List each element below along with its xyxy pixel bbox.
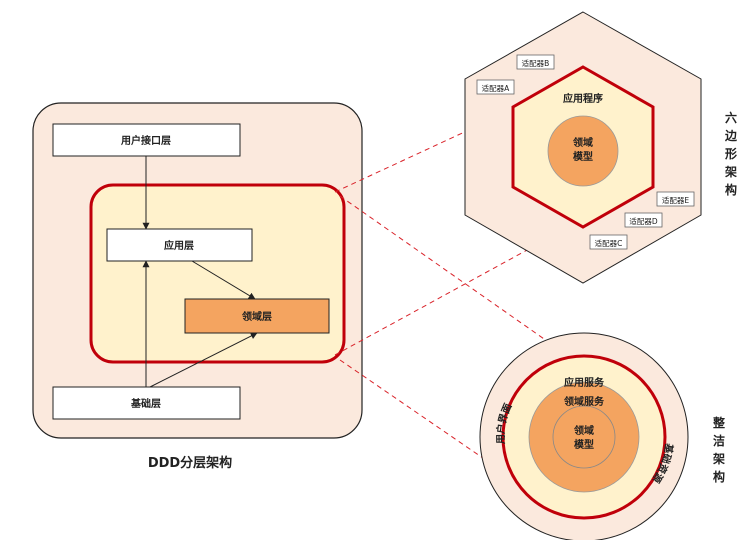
adapter-a: 适配器A (476, 79, 515, 95)
domain-layer-box (184, 298, 330, 334)
ui-layer-label: 用户接口层 (120, 134, 171, 147)
infra-layer-box (52, 386, 241, 420)
app-layer-box (106, 228, 253, 262)
clean-app-services-label: 应用服务 (564, 376, 605, 389)
hexagonal-title: 六 边 形 架 构 (724, 110, 738, 197)
ddd-core-highlight (89, 183, 346, 364)
clean-domain-line1: 领域 (574, 424, 594, 437)
clean-title-char-1: 整 (712, 415, 725, 430)
hexagonal-architecture: 应用程序 领域 模型 适配器A 适配器B 适配器C 适配器D 适配器E 六 边 … (464, 11, 738, 284)
clean-title-char-4: 构 (713, 469, 725, 484)
ddd-layered-architecture: 用户接口层 应用层 领域层 基础层 DDD分层架构 (32, 102, 363, 471)
connector-top-clean (339, 195, 568, 356)
hex-domain-line1: 领域 (573, 136, 593, 149)
adapter-b-label: 适配器B (522, 58, 550, 68)
app-layer-label: 应用层 (164, 239, 194, 252)
arrow-infra-to-domain (149, 332, 258, 388)
hex-domain-line2: 模型 (573, 150, 593, 163)
hex-application-label: 应用程序 (563, 92, 603, 105)
hex-title-char-2: 边 (724, 128, 738, 143)
clean-domain-model-circle (552, 405, 616, 469)
hex-domain-circle (547, 115, 619, 187)
clean-architecture: 应用服务 领域服务 领域 模型 用户界面 基础资源 整 洁 架 构 (479, 332, 725, 540)
adapter-e: 适配器E (656, 191, 695, 207)
clean-domain-line2: 模型 (574, 438, 594, 451)
clean-title-char-3: 架 (712, 451, 725, 466)
adapter-c: 适配器C (589, 234, 628, 250)
adapter-d-label: 适配器D (629, 216, 657, 226)
hex-title-char-1: 六 (725, 110, 737, 125)
infra-layer-label: 基础层 (130, 397, 161, 410)
clean-title-char-2: 洁 (713, 433, 725, 448)
adapter-d: 适配器D (624, 212, 663, 228)
adapter-a-label: 适配器A (482, 83, 510, 93)
arrow-app-to-domain (191, 260, 256, 300)
hex-title-char-3: 形 (725, 147, 737, 161)
adapter-e-label: 适配器E (662, 195, 689, 205)
domain-layer-label: 领域层 (242, 310, 272, 323)
hex-title-char-5: 构 (725, 182, 737, 197)
clean-domain-services-label: 领域服务 (564, 395, 605, 408)
adapter-c-label: 适配器C (595, 238, 623, 248)
ddd-caption: DDD分层架构 (148, 455, 232, 471)
clean-title: 整 洁 架 构 (712, 415, 725, 484)
hex-title-char-4: 架 (724, 164, 737, 179)
adapter-b: 适配器B (516, 54, 555, 70)
ui-layer-box (52, 123, 241, 157)
